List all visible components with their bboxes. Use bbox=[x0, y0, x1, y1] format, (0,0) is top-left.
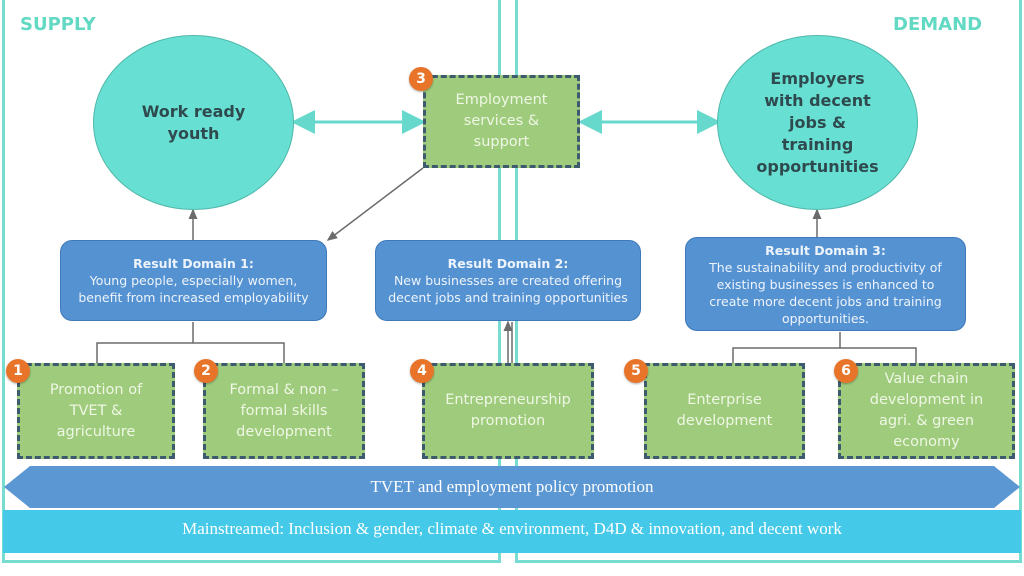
rd-title: Result Domain 1: bbox=[133, 256, 254, 271]
activity-label: Employment services & support bbox=[455, 92, 548, 150]
rd-title: Result Domain 3: bbox=[765, 242, 886, 258]
badge-1: 1 bbox=[6, 359, 30, 383]
activity-4: Entrepreneurship promotion bbox=[422, 363, 594, 459]
rd-text: The sustainability and productivity of e… bbox=[709, 259, 942, 326]
outcome-demand-text: Employers with decent jobs & training op… bbox=[756, 68, 879, 176]
badge-5: 5 bbox=[624, 359, 648, 383]
badge-6: 6 bbox=[834, 359, 858, 383]
rd-title: Result Domain 2: bbox=[447, 256, 569, 271]
rd-text: New businesses are created offering dece… bbox=[388, 273, 628, 305]
result-domain-2: Result Domain 2: New businesses are crea… bbox=[375, 240, 641, 321]
supply-title: SUPPLY bbox=[20, 14, 96, 35]
demand-title: DEMAND bbox=[893, 14, 983, 35]
activity-label: Enterprise development bbox=[676, 392, 773, 429]
rd-text: Young people, especially women, benefit … bbox=[78, 273, 309, 305]
outcome-supply: Work ready youth bbox=[93, 35, 294, 210]
activity-2: Formal & non – formal skills development bbox=[203, 363, 365, 459]
result-domain-1: Result Domain 1: Young people, especiall… bbox=[60, 240, 327, 321]
activity-1: Promotion of TVET & agriculture bbox=[17, 363, 175, 459]
badge-2: 2 bbox=[194, 359, 218, 383]
mainstream-bar bbox=[3, 510, 1021, 553]
outcome-demand: Employers with decent jobs & training op… bbox=[717, 35, 918, 210]
mainstream-bar-text: Mainstreamed: Inclusion & gender, climat… bbox=[182, 519, 842, 538]
activity-5: Enterprise development bbox=[644, 363, 805, 459]
bracket-1-2 bbox=[96, 322, 285, 363]
bracket-5-6 bbox=[732, 332, 917, 363]
activity-label: Formal & non – formal skills development bbox=[229, 381, 339, 440]
badge-3: 3 bbox=[409, 67, 433, 91]
activity-label: Promotion of TVET & agriculture bbox=[49, 381, 143, 440]
activity-label: Value chain development in agri. & green… bbox=[869, 371, 984, 450]
policy-bar-text: TVET and employment policy promotion bbox=[370, 477, 654, 496]
arrow-3-to-rd1 bbox=[326, 167, 424, 241]
outcome-supply-text: Work ready youth bbox=[141, 101, 246, 143]
result-domain-3: Result Domain 3: The sustainability and … bbox=[685, 237, 966, 331]
policy-arrow bbox=[4, 466, 1020, 508]
badge-4: 4 bbox=[410, 359, 434, 383]
activity-6: Value chain development in agri. & green… bbox=[838, 363, 1015, 459]
activity-label: Entrepreneurship promotion bbox=[445, 392, 571, 429]
activity-3: Employment services & support bbox=[423, 75, 580, 168]
